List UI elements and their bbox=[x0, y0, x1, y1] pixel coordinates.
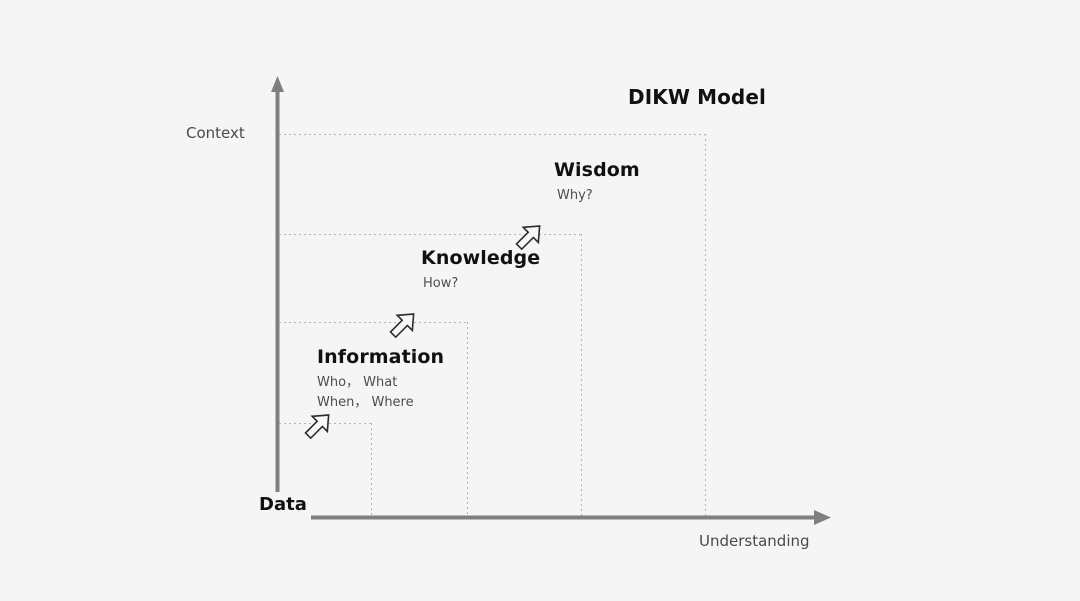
arrow-information-to-knowledge-icon bbox=[389, 313, 415, 339]
arrow-data-to-information-icon bbox=[304, 414, 330, 440]
arrow-knowledge-to-wisdom-icon bbox=[515, 225, 541, 251]
page-title: DIKW Model bbox=[628, 85, 766, 109]
x-axis-label: Understanding bbox=[699, 532, 810, 550]
tier-questions-information-line1: Who， What bbox=[317, 375, 398, 390]
tier-questions-knowledge: How? bbox=[423, 276, 459, 291]
tier-label-information: Information bbox=[317, 346, 445, 368]
tier-label-knowledge: Knowledge bbox=[421, 247, 541, 269]
tier-questions-wisdom: Why? bbox=[557, 188, 593, 203]
y-axis-label: Context bbox=[186, 124, 245, 142]
transition-arrows bbox=[304, 225, 541, 440]
tier-label-data: Data bbox=[259, 494, 307, 515]
tier-label-wisdom: Wisdom bbox=[554, 159, 640, 181]
y-axis bbox=[271, 76, 284, 492]
grid-lines bbox=[279, 134, 706, 518]
x-axis bbox=[311, 510, 831, 525]
tier-questions-information-line2: When， Where bbox=[317, 395, 414, 410]
